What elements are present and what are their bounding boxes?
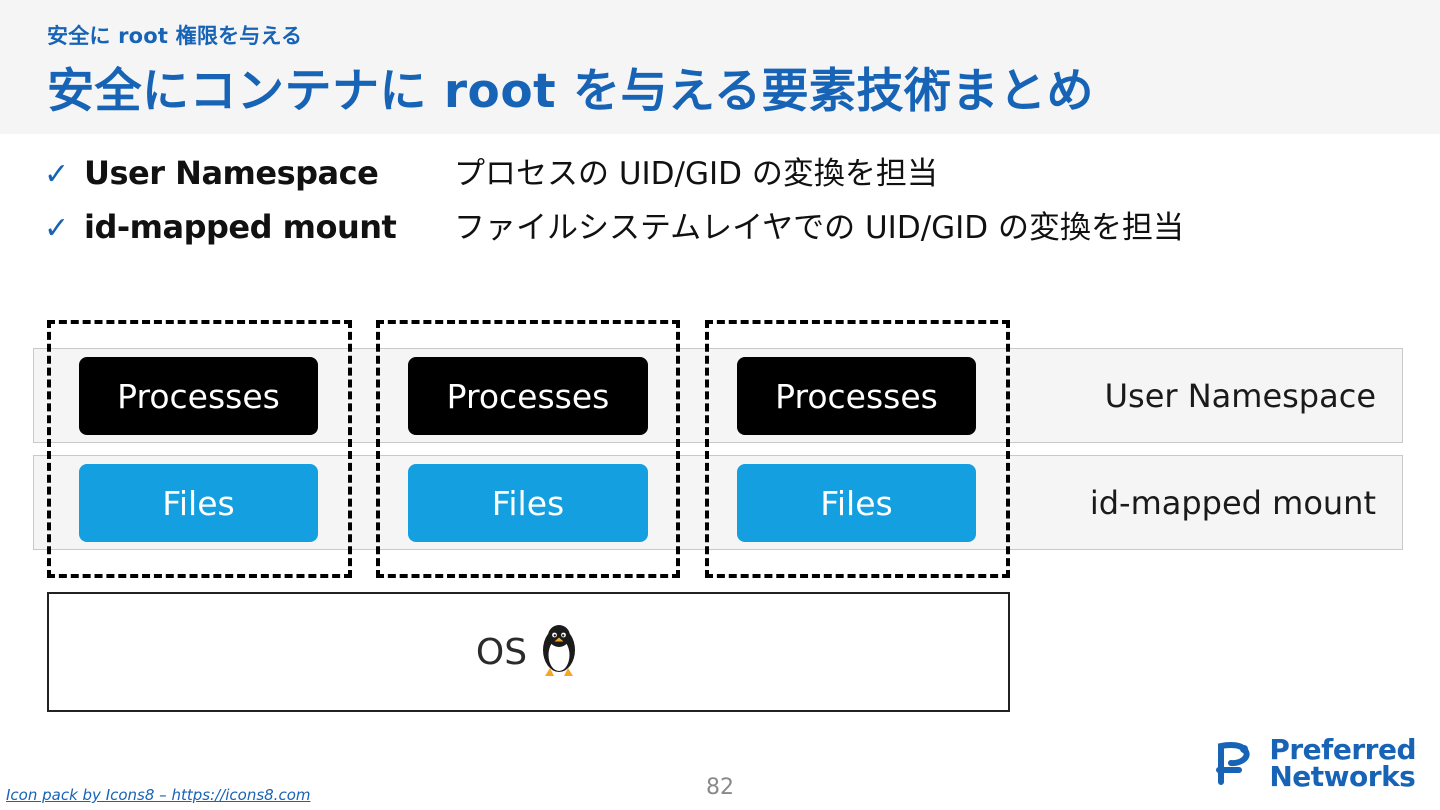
bullet-term: id-mapped mount bbox=[84, 208, 397, 246]
page-number: 82 bbox=[706, 775, 734, 800]
list-item: ✓ User Namespace プロセスの UID/GID の変換を担当 bbox=[44, 148, 1404, 202]
pn-mark-icon bbox=[1209, 736, 1261, 792]
preferred-networks-logo: Preferred Networks bbox=[1209, 736, 1416, 792]
check-icon: ✓ bbox=[44, 211, 70, 246]
icon-credit-link[interactable]: Icon pack by Icons8 – https://icons8.com bbox=[6, 786, 311, 804]
processes-chip-3: Processes bbox=[737, 357, 976, 435]
list-item: ✓ id-mapped mount ファイルシステムレイヤでの UID/GID … bbox=[44, 202, 1404, 256]
container-group-3 bbox=[705, 320, 1010, 578]
band-label-id-mapped-mount: id-mapped mount bbox=[1089, 483, 1376, 522]
bullet-description: ファイルシステムレイヤでの UID/GID の変換を担当 bbox=[454, 210, 1185, 246]
slide-header: 安全に root 権限を与える 安全にコンテナに root を与える要素技術まと… bbox=[0, 0, 1440, 134]
page-title: 安全にコンテナに root を与える要素技術まとめ bbox=[47, 64, 1095, 119]
processes-chip-1: Processes bbox=[79, 357, 318, 435]
architecture-diagram: User Namespace id-mapped mount Processes… bbox=[0, 300, 1440, 740]
os-box: OS bbox=[47, 592, 1010, 712]
os-label: OS bbox=[475, 631, 528, 673]
pn-logo-line1: Preferred bbox=[1269, 733, 1416, 767]
check-icon: ✓ bbox=[44, 157, 70, 192]
pn-logo-text: Preferred Networks bbox=[1269, 733, 1416, 793]
pn-logo-line2: Networks bbox=[1269, 760, 1416, 793]
bullet-list: ✓ User Namespace プロセスの UID/GID の変換を担当 ✓ … bbox=[44, 148, 1404, 256]
bullet-description: プロセスの UID/GID の変換を担当 bbox=[454, 156, 938, 192]
container-group-1 bbox=[47, 320, 352, 578]
container-group-2 bbox=[376, 320, 680, 578]
files-chip-1: Files bbox=[79, 464, 318, 542]
band-id-mapped-mount: id-mapped mount bbox=[33, 455, 1403, 550]
files-chip-3: Files bbox=[737, 464, 976, 542]
files-chip-2: Files bbox=[408, 464, 648, 542]
processes-chip-2: Processes bbox=[408, 357, 648, 435]
header-kicker: 安全に root 権限を与える bbox=[47, 24, 303, 48]
band-label-user-namespace: User Namespace bbox=[1104, 376, 1376, 415]
bullet-term: User Namespace bbox=[84, 154, 379, 192]
penguin-icon bbox=[537, 624, 581, 680]
